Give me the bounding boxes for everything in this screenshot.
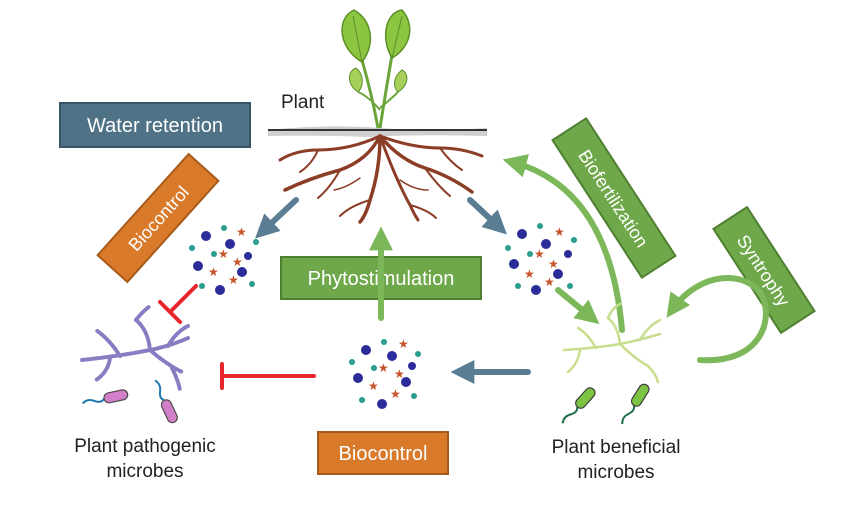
syntrophy-arrow (666, 275, 769, 364)
svg-text:★: ★ (208, 265, 219, 279)
root-to-beneficial-cluster-arrow (467, 197, 508, 235)
biocontrol-bottom-label: Biocontrol (339, 443, 428, 465)
pathogenic-label-line2: microbes (106, 461, 183, 482)
biofertilization-arrow (502, 154, 625, 333)
svg-text:★: ★ (398, 337, 409, 351)
biocontrol-diagonal-box: Biocontrol (96, 152, 220, 284)
svg-text:★: ★ (394, 367, 405, 381)
svg-text:★: ★ (368, 379, 379, 393)
inhibition-upper (158, 284, 198, 324)
biocontrol-bottom-box: Biocontrol (317, 431, 449, 475)
beneficial-bacterium-2 (621, 383, 650, 425)
inhibition-lower (220, 362, 316, 390)
pathogen-bacterium-2 (154, 379, 178, 424)
plant-label: Plant (281, 92, 325, 113)
beneficial-fungus-hypha (562, 302, 662, 384)
plant-roots (278, 134, 484, 224)
svg-text:★: ★ (544, 275, 555, 289)
beneficial-label-line2: microbes (577, 462, 654, 483)
pathogen-bacterium-1 (81, 389, 129, 405)
pathogenic-fungus-hypha (80, 304, 190, 392)
svg-text:★: ★ (232, 255, 243, 269)
svg-text:★: ★ (236, 225, 247, 239)
inhibition-markers (158, 284, 316, 390)
svg-text:★: ★ (228, 273, 239, 287)
svg-text:★: ★ (378, 361, 389, 375)
root-to-pathogen-cluster-arrow (255, 197, 299, 239)
metabolite-cluster-right: ★ ★ ★ ★ ★ (505, 223, 577, 295)
pathogenic-label-line1: Plant pathogenic (74, 436, 216, 457)
plant-illustration (268, 9, 487, 224)
leaf-left (341, 9, 372, 63)
svg-text:★: ★ (218, 247, 229, 261)
beneficial-bacteria (561, 383, 650, 425)
plant-stem (360, 59, 380, 129)
svg-text:★: ★ (548, 257, 559, 271)
svg-text:★: ★ (534, 247, 545, 261)
metabolite-cluster-left: ★ ★ ★ ★ ★ (189, 225, 259, 295)
svg-text:★: ★ (524, 267, 535, 281)
svg-text:★: ★ (390, 387, 401, 401)
water-retention-box: Water retention (59, 102, 251, 148)
svg-text:★: ★ (554, 225, 565, 239)
cluster-to-beneficial-arrow (555, 287, 600, 325)
beneficial-label-line1: Plant beneficial (552, 437, 681, 458)
water-retention-label: Water retention (87, 115, 223, 137)
beneficial-bacterium-1 (561, 387, 596, 424)
metabolite-cluster-bottom: ★ ★ ★ ★ ★ (349, 337, 421, 409)
arrows (255, 154, 769, 384)
pathogenic-bacteria (81, 379, 178, 424)
